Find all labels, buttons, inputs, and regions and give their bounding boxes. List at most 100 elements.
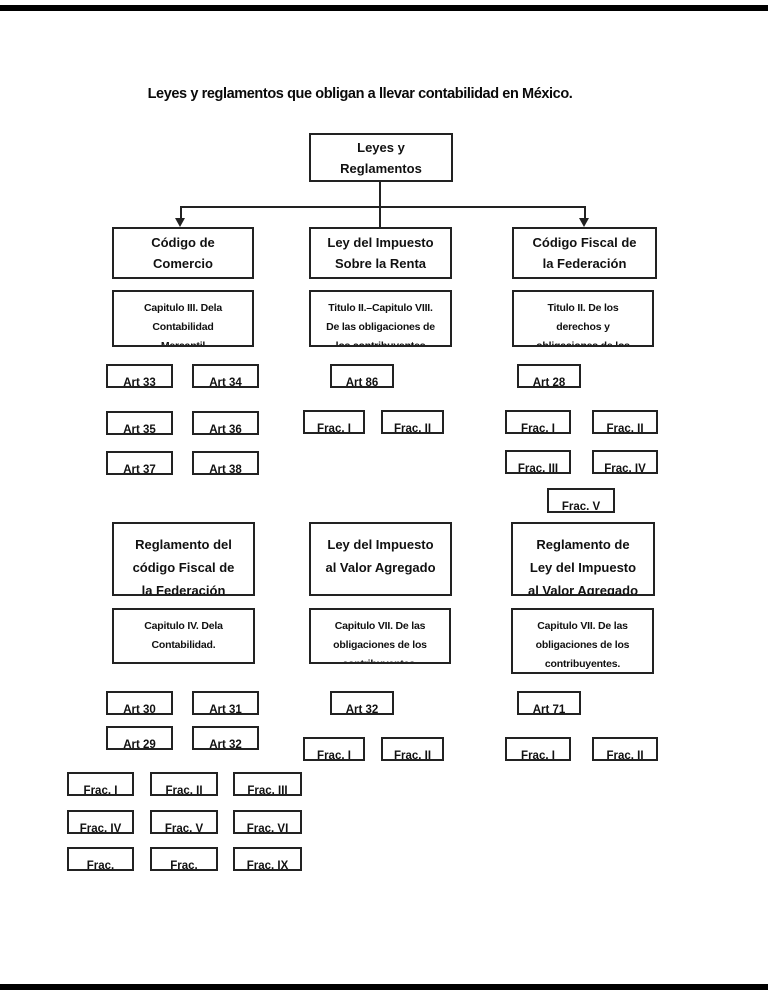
article-box: Art 71	[517, 691, 581, 715]
fraction-box: Frac. VI	[233, 810, 302, 834]
fraction-label: Frac. III	[247, 785, 288, 796]
law-line-clipped: la Federación	[141, 583, 226, 596]
article-box: Art 28	[517, 364, 581, 388]
fraction-label: Frac. VI	[246, 823, 289, 834]
chapter-line-clipped: contribuyentes.	[342, 658, 418, 664]
fraction-box: Frac. I	[505, 737, 571, 761]
law-line: Ley del Impuesto	[327, 537, 434, 552]
chapter-line: Capitulo IV. Dela	[144, 620, 223, 632]
article-box: Art 37	[106, 451, 173, 475]
fraction-label: Frac. II	[606, 423, 644, 434]
connector-vertical-center	[379, 181, 381, 228]
article-box: Art 31	[192, 691, 259, 715]
fraction-box: Frac. I	[505, 410, 571, 434]
fraction-label: Frac. I	[521, 750, 555, 761]
law-line-clipped: al Valor Agregado	[527, 583, 639, 596]
article-box: Art 32	[192, 726, 259, 750]
chapter-line: obligaciones de los	[333, 639, 427, 651]
fraction-box: Frac.	[67, 847, 134, 871]
page-title: Leyes y reglamentos que obligan a llevar…	[147, 86, 573, 102]
fraction-box: Frac. III	[505, 450, 571, 474]
chapter-line: Contabilidad.	[151, 639, 216, 651]
root-line: Reglamentos	[340, 161, 422, 176]
fraction-label: Frac.	[170, 860, 198, 871]
law-box-reglamento-iva: Reglamento de Ley del Impuesto al Valor …	[511, 522, 655, 596]
fraction-label: Frac. II	[165, 785, 203, 796]
fraction-box: Frac. I	[303, 410, 365, 434]
law-line: Código de	[151, 235, 215, 250]
fraction-box: Frac. V	[150, 810, 218, 834]
article-label: Art 37	[123, 464, 156, 475]
article-box: Art 30	[106, 691, 173, 715]
connector-horizontal	[180, 206, 586, 208]
fraction-label: Frac. II	[606, 750, 644, 761]
article-box: Art 38	[192, 451, 259, 475]
chapter-box-comercio: Capitulo III. Dela Contabilidad Mercanti…	[112, 290, 254, 347]
chapter-line-clipped: Mercantil	[160, 340, 206, 347]
article-box: Art 34	[192, 364, 259, 388]
article-label: Art 86	[345, 377, 379, 388]
fraction-box: Frac. II	[592, 410, 658, 434]
chapter-line: De las obligaciones de	[326, 321, 435, 333]
chapter-box-rcff: Capitulo IV. Dela Contabilidad.	[112, 608, 255, 664]
article-label: Art 30	[123, 704, 156, 715]
chapter-box-rliva: Capitulo VII. De las obligaciones de los…	[511, 608, 654, 674]
fraction-box: Frac. II	[381, 410, 444, 434]
article-label: Art 34	[209, 377, 242, 388]
law-line: Comercio	[153, 256, 213, 271]
root-line: Leyes y	[357, 140, 405, 155]
fraction-box: Frac. I	[67, 772, 134, 796]
law-line: la Federación	[542, 256, 627, 271]
chapter-line: derechos y	[556, 321, 610, 333]
fraction-label: Frac. IX	[246, 860, 289, 871]
law-box-ley-impuesto-renta: Ley del Impuesto Sobre la Renta	[309, 227, 452, 279]
chapter-line: Capitulo VII. De las	[537, 620, 628, 632]
law-line: Ley del Impuesto	[529, 560, 637, 575]
fraction-label: Frac. I	[521, 423, 555, 434]
article-label: Art 35	[123, 424, 156, 435]
chapter-line: Titulo II.–Capitulo VIII.	[328, 302, 433, 314]
law-line: código Fiscal de	[132, 560, 235, 575]
chapter-line: Contabilidad	[152, 321, 214, 333]
chapter-line: Capitulo III. Dela	[143, 302, 223, 314]
fraction-label: Frac. II	[393, 423, 432, 434]
arrowhead-down-icon	[175, 218, 185, 227]
article-label: Art 36	[209, 424, 242, 435]
chapter-line: contribuyentes.	[544, 658, 621, 670]
article-label: Art 31	[209, 704, 242, 715]
fraction-label: Frac. III	[517, 463, 559, 474]
fraction-box: Frac. II	[381, 737, 444, 761]
article-box: Art 29	[106, 726, 173, 750]
fraction-box: Frac. IV	[67, 810, 134, 834]
chapter-box-isr: Titulo II.–Capitulo VIII. De las obligac…	[309, 290, 452, 347]
connector-vertical-left	[180, 206, 182, 219]
chapter-box-liva: Capitulo VII. De las obligaciones de los…	[309, 608, 451, 664]
article-box: Art 36	[192, 411, 259, 435]
article-label: Art 32	[345, 704, 379, 715]
article-box: Art 86	[330, 364, 394, 388]
article-label: Art 38	[209, 464, 242, 475]
fraction-box: Frac. IX	[233, 847, 302, 871]
fraction-box: Frac. II	[592, 737, 658, 761]
article-box: Art 33	[106, 364, 173, 388]
article-label: Art 32	[209, 739, 242, 750]
law-line: Sobre la Renta	[334, 256, 427, 271]
fraction-label: Frac. IV	[79, 823, 122, 834]
fraction-box: Frac.	[150, 847, 218, 871]
law-line: al Valor Agregado	[325, 560, 436, 575]
law-line: Reglamento de	[536, 537, 630, 552]
fraction-box: Frac. IV	[592, 450, 658, 474]
fraction-label: Frac. I	[83, 785, 118, 796]
chapter-box-cff: Titulo II. De los derechos y obligacione…	[512, 290, 654, 347]
fraction-box: Frac. II	[150, 772, 218, 796]
fraction-label: Frac. V	[561, 501, 601, 513]
fraction-box: Frac. III	[233, 772, 302, 796]
fraction-label: Frac.	[86, 860, 115, 871]
law-box-reglamento-cff: Reglamento del código Fiscal de la Feder…	[112, 522, 255, 596]
chapter-line: Titulo II. De los	[547, 302, 619, 314]
article-label: Art 33	[123, 377, 156, 388]
law-line: Código Fiscal de	[532, 235, 637, 250]
law-box-ley-iva: Ley del Impuesto al Valor Agregado	[309, 522, 452, 596]
article-label: Art 29	[123, 739, 156, 750]
